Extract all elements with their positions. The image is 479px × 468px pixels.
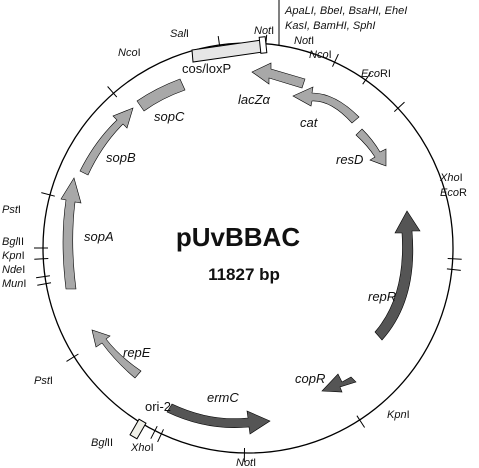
site-label-xhoi-bottom: XhoI [130,442,154,454]
restriction-site-ticks [34,34,462,463]
cos-loxp-box [191,36,268,63]
ori2-box [129,418,147,440]
site-label-psti-left: PstI [2,204,21,216]
gene-label-copr: copR [295,371,325,386]
mcs-sites-line-2: KasI, BamHI, SphI [285,20,375,32]
gene-label-sopa: sopA [84,229,114,244]
ori2-label: ori-2 [145,399,171,414]
cos-loxp-label: cos/loxP [182,61,231,76]
plasmid-size: 11827 bp [208,265,280,284]
site-label-ncoi-right: NcoI [309,49,332,61]
gene-arrow-cat [292,86,360,124]
gene-label-sopc: sopC [154,109,185,124]
gene-arrow-lacz [251,62,306,89]
gene-arrows [60,62,421,435]
site-tick-ndei-12 [36,275,50,279]
gene-arrow-repe [91,329,142,379]
gene-arrow-resd [355,128,387,167]
site-tick-kpni-6 [356,415,366,428]
gene-label-lacz: lacZα [238,92,271,107]
mcs-sites-line-1: ApaLI, BbeI, BsaHI, EheI [284,5,407,17]
gene-label-ermc: ermC [207,390,239,405]
site-label-bglii-bottom: BglII [91,437,113,449]
site-label-kpni-bottom: KpnI [387,409,410,421]
gene-arrow-sopa [60,177,82,290]
site-tick-kpni-13 [34,258,49,260]
site-label-bglii-left: BglII [2,236,24,248]
site-label-xhoi-right: XhoI [439,172,463,184]
gene-label-repe: repE [123,345,151,360]
site-label-ncoi-left: NcoI [118,47,141,59]
gene-label-resd: resD [336,152,363,167]
site-tick-xhoi-8 [157,429,164,443]
site-label-ecor-right: EcoR [440,187,467,199]
site-tick-psti-15 [41,192,55,197]
gene-label-cat: cat [300,115,319,130]
site-label-muni-left: MunI [2,278,26,290]
site-label-noti-top: NotI [254,25,274,37]
gene-arrow-copr [321,373,357,393]
restriction-site-labels: NotI SalI NotI NcoI EcoRI NcoI XhoI EcoR… [2,25,467,468]
gene-arrow-ermc [166,403,271,435]
site-label-sali: SalI [170,28,189,40]
plasmid-name: pUvBBAC [176,222,300,252]
site-tick-muni-11 [37,282,52,286]
site-tick-ecori-5 [446,268,461,271]
site-tick-psti-10 [66,353,79,362]
site-tick-bglii-9 [150,425,158,439]
site-tick-ncoi-16 [107,86,118,98]
site-label-ndei-left: NdeI [2,264,25,276]
site-label-noti-bottom: NotI [236,457,256,468]
site-label-psti-bottom: PstI [34,375,53,387]
gene-label-repr: repR [368,289,396,304]
gene-label-sopb: sopB [106,150,136,165]
site-tick-xhoi-4 [447,258,462,260]
site-label-ecori-top: EcoRI [361,68,391,80]
gene-arrow-repr [374,210,421,341]
site-label-kpni-left: KpnI [2,250,25,262]
site-tick-ecori-3 [393,101,405,112]
site-tick-ncoi-2 [362,72,372,85]
gene-arrow-sopc [136,78,186,112]
gene-arrow-sopb [79,107,134,176]
site-label-noti-mcs: NotI [294,35,314,47]
site-tick-noti-1 [332,53,339,67]
